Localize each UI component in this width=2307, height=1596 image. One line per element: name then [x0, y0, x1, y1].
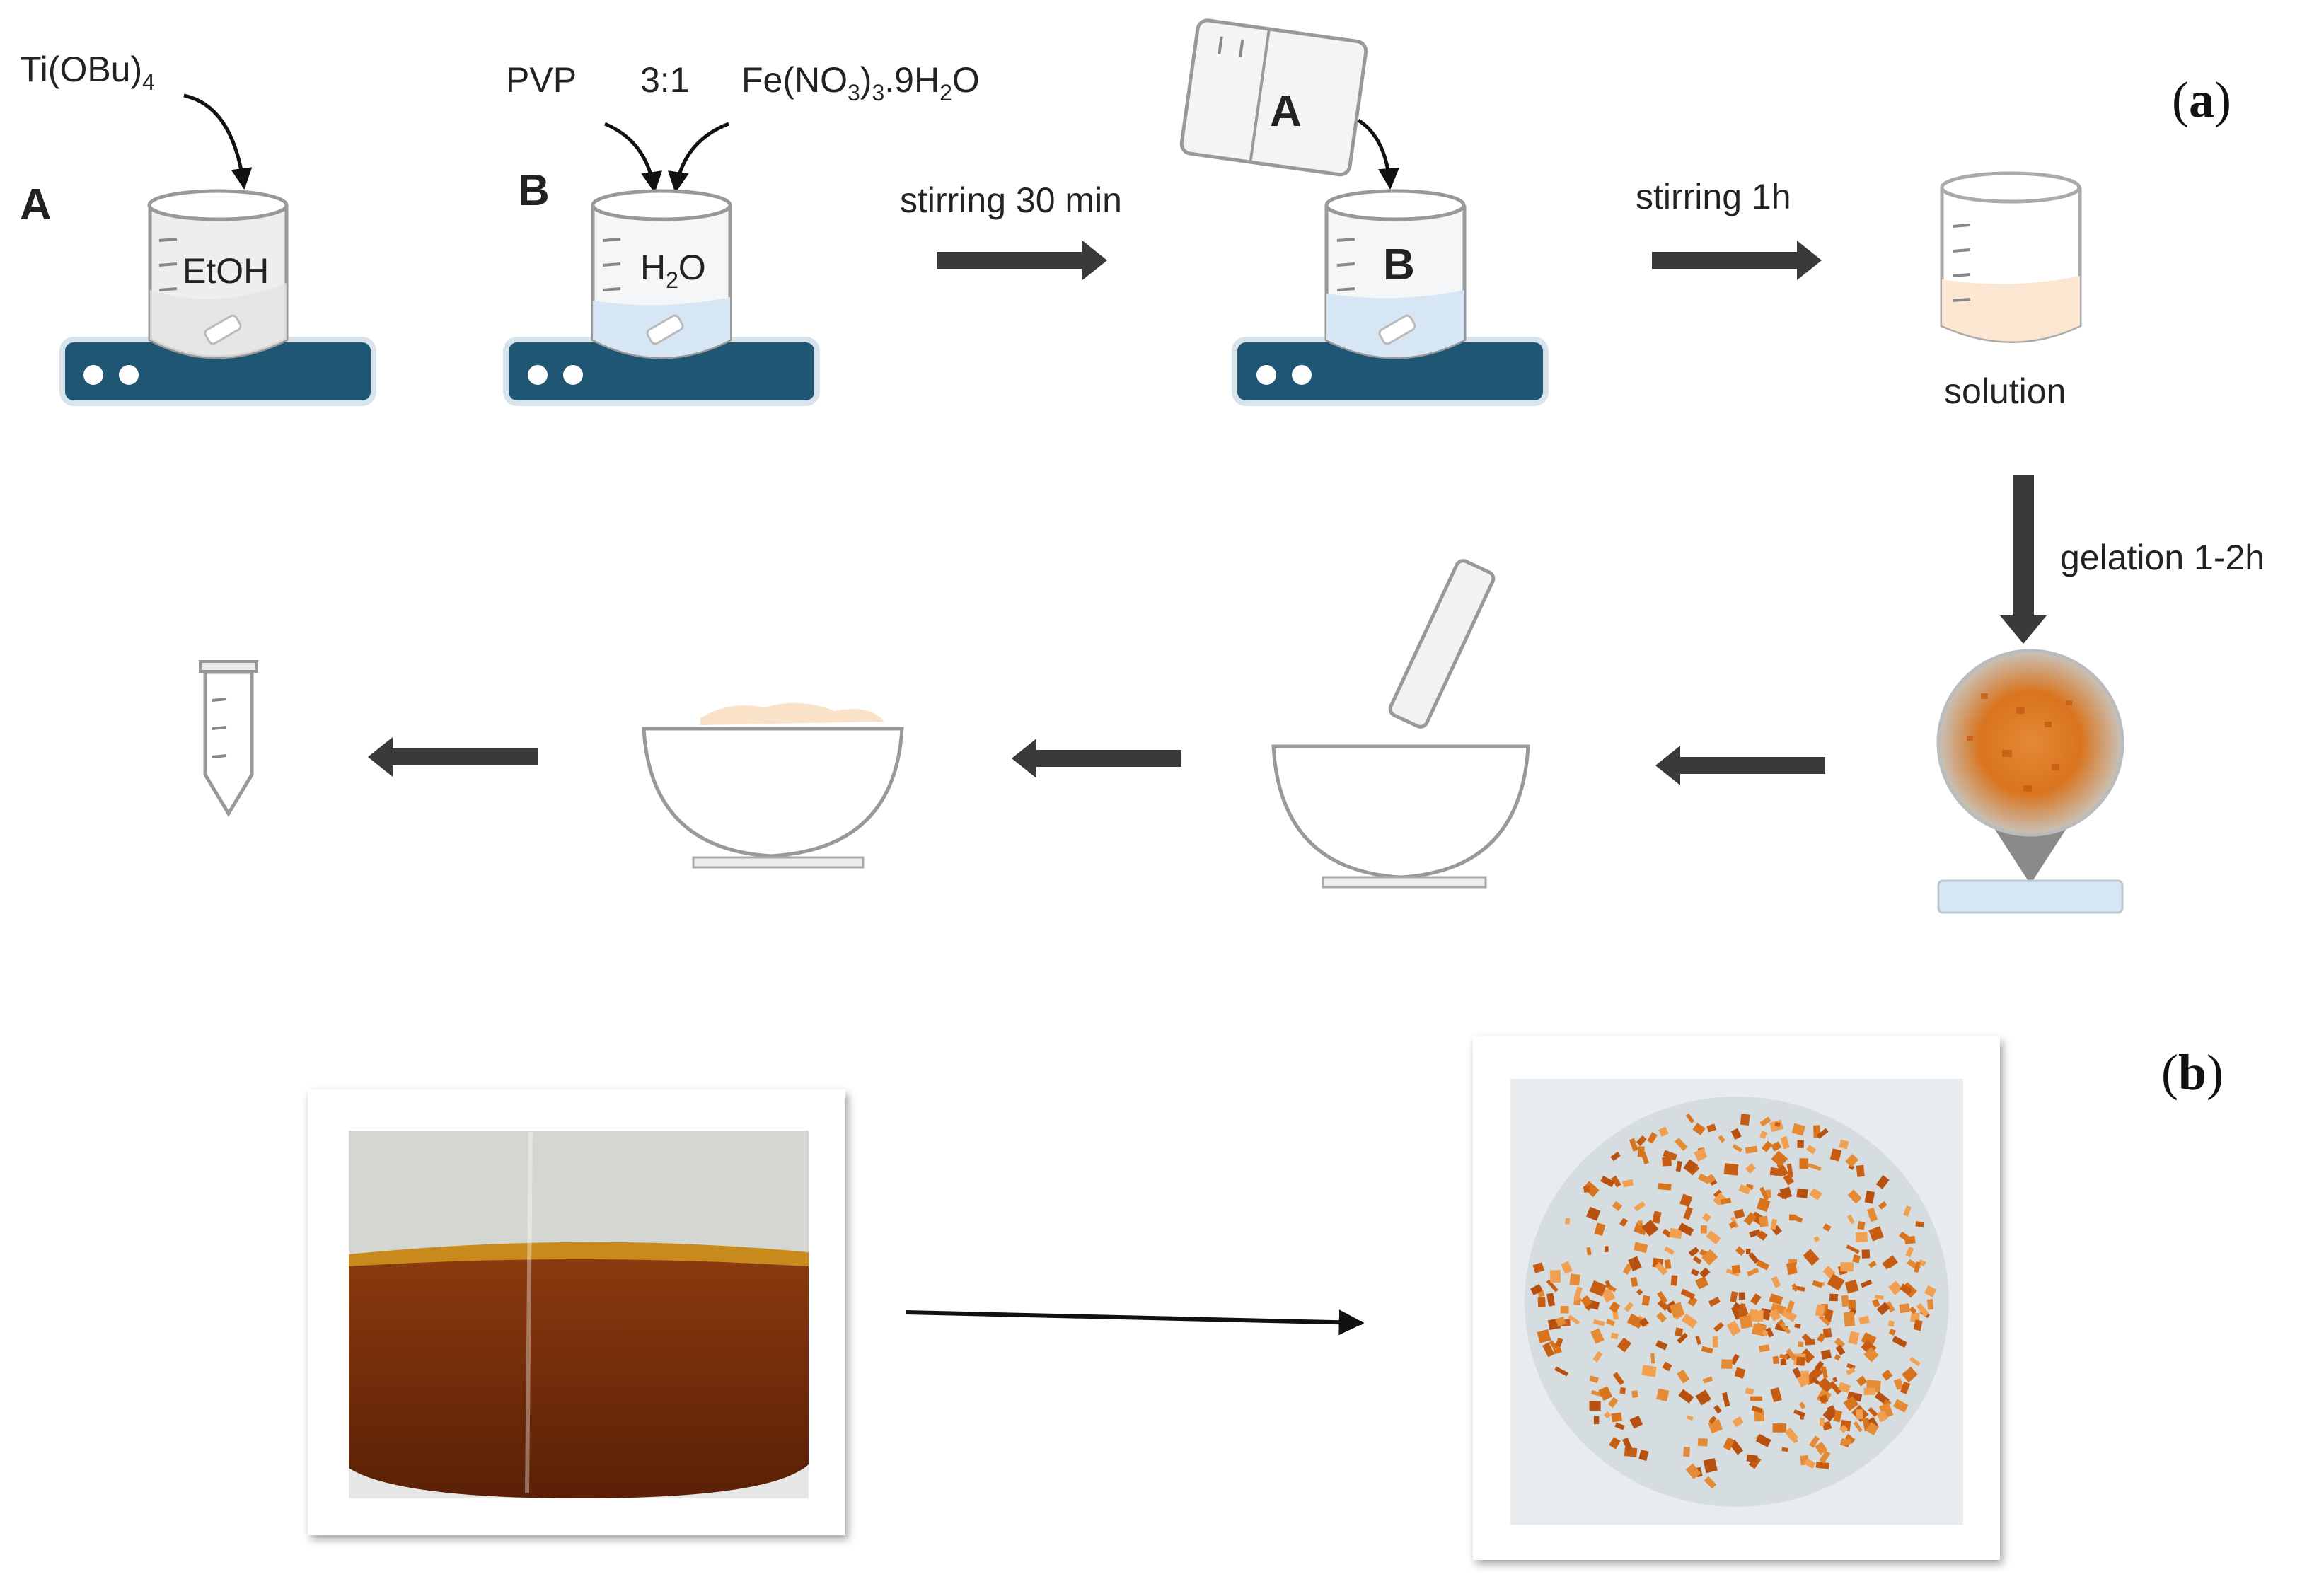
photo-gel-crystals	[1473, 1036, 2000, 1560]
mortar-and-pestle	[1271, 559, 1530, 889]
curved-arrow-pour	[1357, 118, 1400, 190]
solvent-etoh: EtOH	[183, 251, 269, 291]
arrow-liquid-to-gel	[905, 1309, 1365, 1336]
beaker-a-on-stirrer: Ti(OBu)4 A EtOH	[20, 50, 376, 406]
petri-dish	[1937, 879, 2124, 914]
pouring-beaker-a	[1179, 18, 1368, 177]
ratio-label: 3:1	[640, 60, 690, 100]
arrow-to-crucible	[1012, 739, 1181, 778]
gel-magnified	[1936, 649, 2124, 914]
pour-letter-a: A	[1270, 87, 1302, 136]
beaker-a-letter: A	[20, 180, 52, 229]
pouring-a-into-b: A B	[1179, 18, 1549, 406]
photo-liquid-bottle	[308, 1089, 845, 1535]
arrow-gelation	[2000, 475, 2047, 644]
reagent-tiobu4: Ti(OBu)4	[20, 50, 155, 95]
reagent-pvp: PVP	[506, 60, 577, 100]
beaker-b-letter: B	[518, 166, 550, 215]
curved-arrow-fe	[667, 122, 729, 193]
arrow-to-mortar	[1655, 746, 1825, 785]
curved-arrow-pvp	[604, 122, 663, 193]
orange-crystals	[1530, 1113, 1937, 1489]
arrow-step-2	[1652, 241, 1822, 280]
step-gelation: gelation 1-2h	[2060, 538, 2265, 577]
curved-arrow-a	[183, 93, 253, 190]
crucible-with-powder	[642, 702, 904, 869]
step-stirring-30-min: stirring 30 min	[900, 180, 1122, 220]
centrifuge-tube	[199, 660, 258, 817]
beaker-b-on-stirrer: PVP 3:1 Fe(NO3)3.9H2O B H2O	[503, 60, 980, 406]
step-stirring-1h: stirring 1h	[1636, 177, 1791, 216]
panel-b-label: (b)	[2161, 1044, 2224, 1101]
arrow-step-1	[937, 241, 1107, 280]
mix-letter-b: B	[1383, 241, 1415, 289]
arrow-to-tube	[368, 737, 538, 777]
solution-label: solution	[1944, 371, 2066, 411]
panel-a-label: (a)	[2172, 71, 2231, 128]
reagent-iron-nitrate: Fe(NO3)3.9H2O	[741, 60, 980, 105]
solvent-h2o: H2O	[640, 248, 706, 293]
solution-beaker: solution	[1940, 171, 2082, 411]
